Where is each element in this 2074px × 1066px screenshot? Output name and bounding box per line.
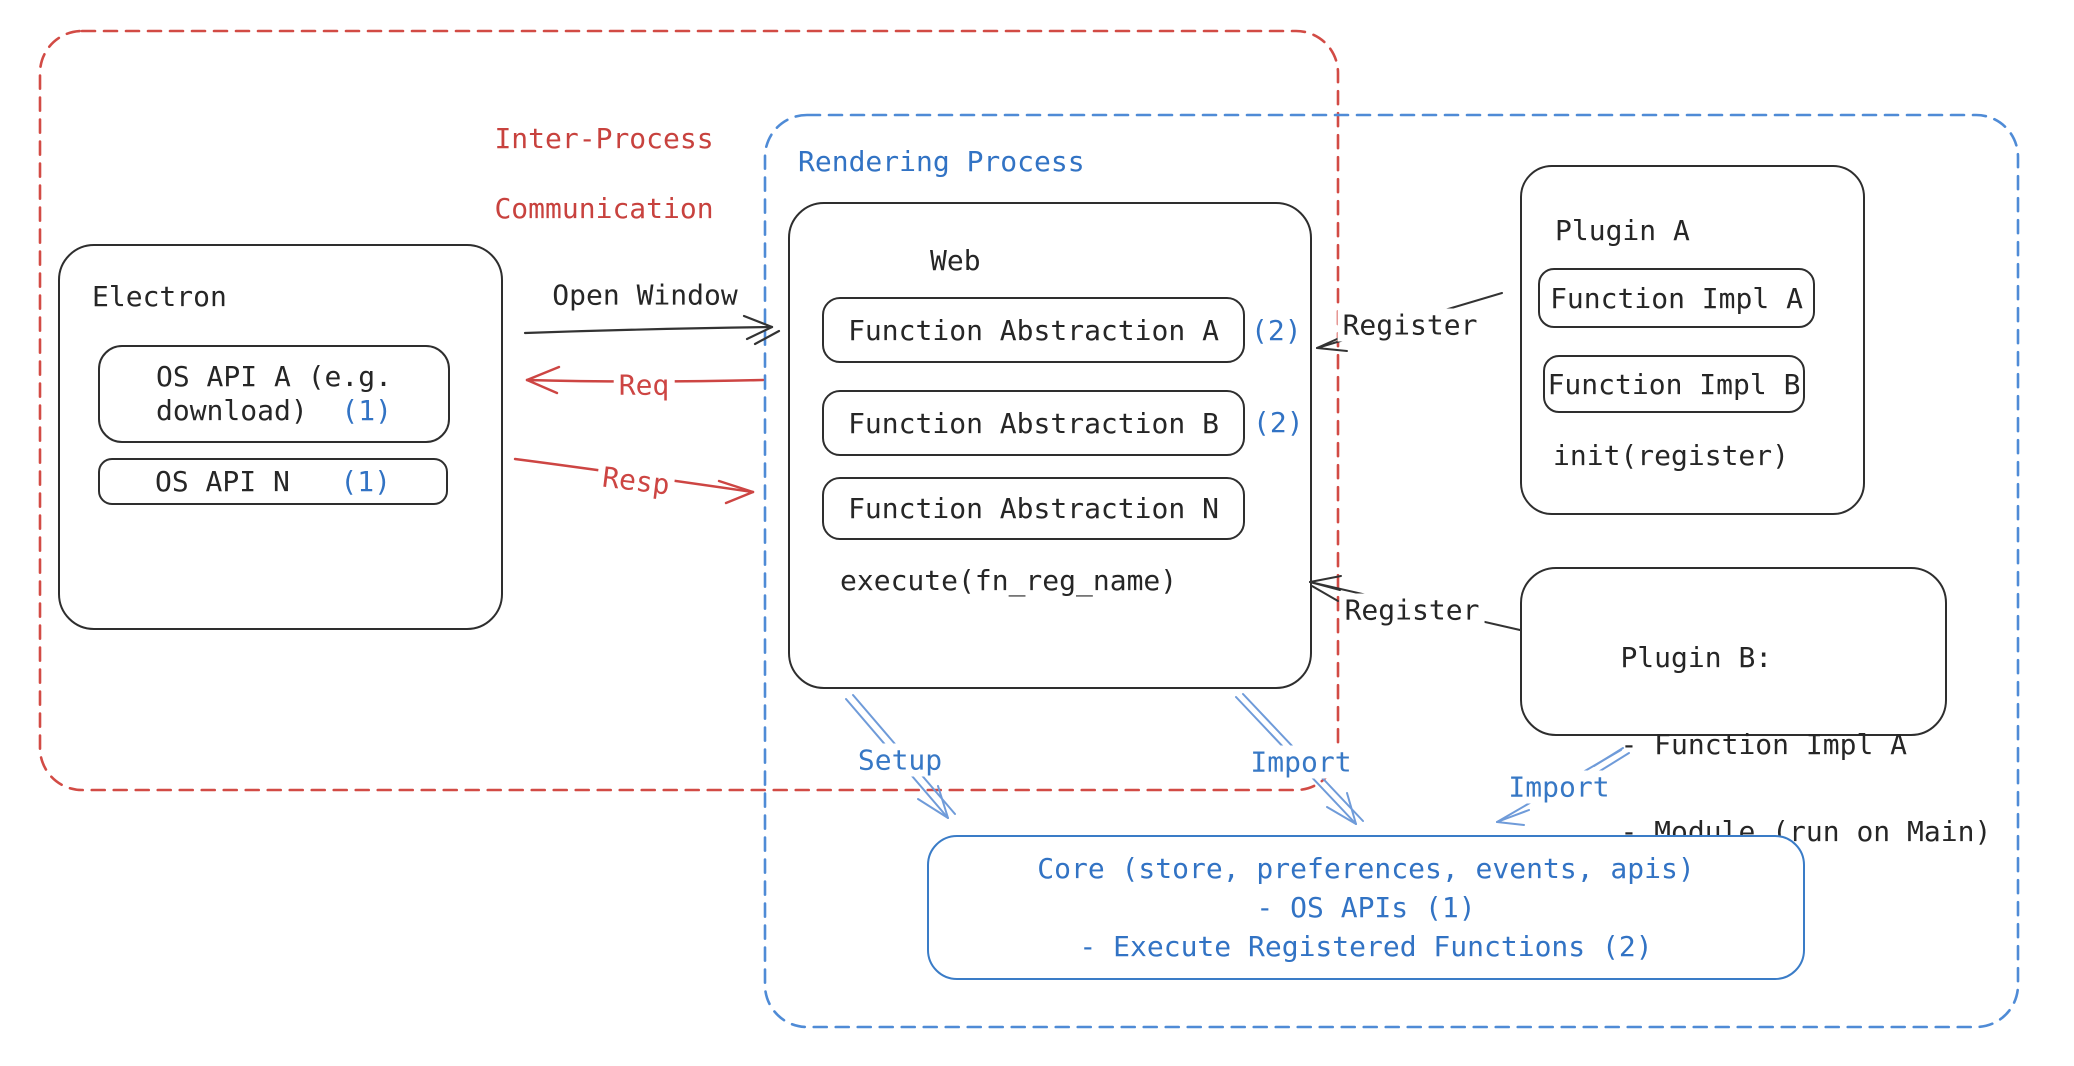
rendering-group-label: Rendering Process (798, 145, 1085, 178)
function-abstraction-n-box: Function Abstraction N (822, 477, 1245, 540)
core-box: Core (store, preferences, events, apis) … (927, 835, 1805, 980)
open-window-arrow (523, 314, 781, 346)
function-abstraction-a-label: Function Abstraction A (848, 313, 1219, 347)
plugin-a-title: Plugin A (1555, 214, 1690, 247)
init-register-label: init(register) (1553, 439, 1790, 472)
core-line-3: - Execute Registered Functions (2) (1079, 930, 1653, 963)
function-abstraction-b-label: Function Abstraction B (848, 406, 1219, 440)
setup-label: Setup (852, 743, 948, 777)
os-api-a-note: (1) (341, 394, 392, 427)
os-api-n-label: OS API N (1) (154, 465, 391, 498)
function-impl-b-box: Function Impl B (1543, 355, 1805, 413)
function-abstraction-a-box: Function Abstraction A (822, 297, 1245, 363)
core-line-1: Core (store, preferences, events, apis) (1037, 852, 1695, 885)
import-web-label: Import (1245, 745, 1357, 779)
os-api-n-note: (1) (340, 465, 391, 498)
register-bottom-label: Register (1339, 593, 1485, 627)
os-api-a-label: OS API A (e.g. download) (1) (155, 360, 392, 427)
fa-b-note: (2) (1253, 406, 1304, 439)
function-impl-a-label: Function Impl A (1550, 281, 1803, 315)
fa-a-note: (2) (1251, 314, 1302, 347)
function-abstraction-b-box: Function Abstraction B (822, 390, 1245, 456)
os-api-a-box: OS API A (e.g. download) (1) (98, 345, 450, 443)
register-top-label: Register (1337, 308, 1483, 342)
req-label: Req (613, 368, 675, 402)
function-impl-a-box: Function Impl A (1538, 268, 1815, 328)
ipc-label-line-2: Communication (494, 192, 714, 225)
web-title: Web (930, 244, 981, 277)
ipc-label-line-1: Inter-Process (494, 122, 714, 155)
ipc-dashed-border (38, 29, 1340, 792)
plugin-b-item-1: - Function Impl A (1620, 727, 1908, 761)
electron-title: Electron (92, 280, 227, 313)
function-impl-b-label: Function Impl B (1547, 367, 1801, 401)
rendering-dashed-border (763, 113, 2020, 1029)
core-line-2: - OS APIs (1) (1256, 891, 1476, 924)
execute-label: execute(fn_reg_name) (840, 564, 1178, 597)
ipc-group-label: Inter-Process Communication (427, 86, 714, 261)
open-window-label: Open Window (547, 278, 743, 312)
plugin-b-box (1520, 567, 1947, 736)
import-plugin-label: Import (1503, 770, 1615, 804)
plugin-b-title: Plugin B: (1620, 640, 1773, 674)
os-api-n-box: OS API N (1) (98, 458, 448, 505)
plugin-a-box (1520, 165, 1865, 515)
function-abstraction-n-label: Function Abstraction N (848, 492, 1219, 525)
